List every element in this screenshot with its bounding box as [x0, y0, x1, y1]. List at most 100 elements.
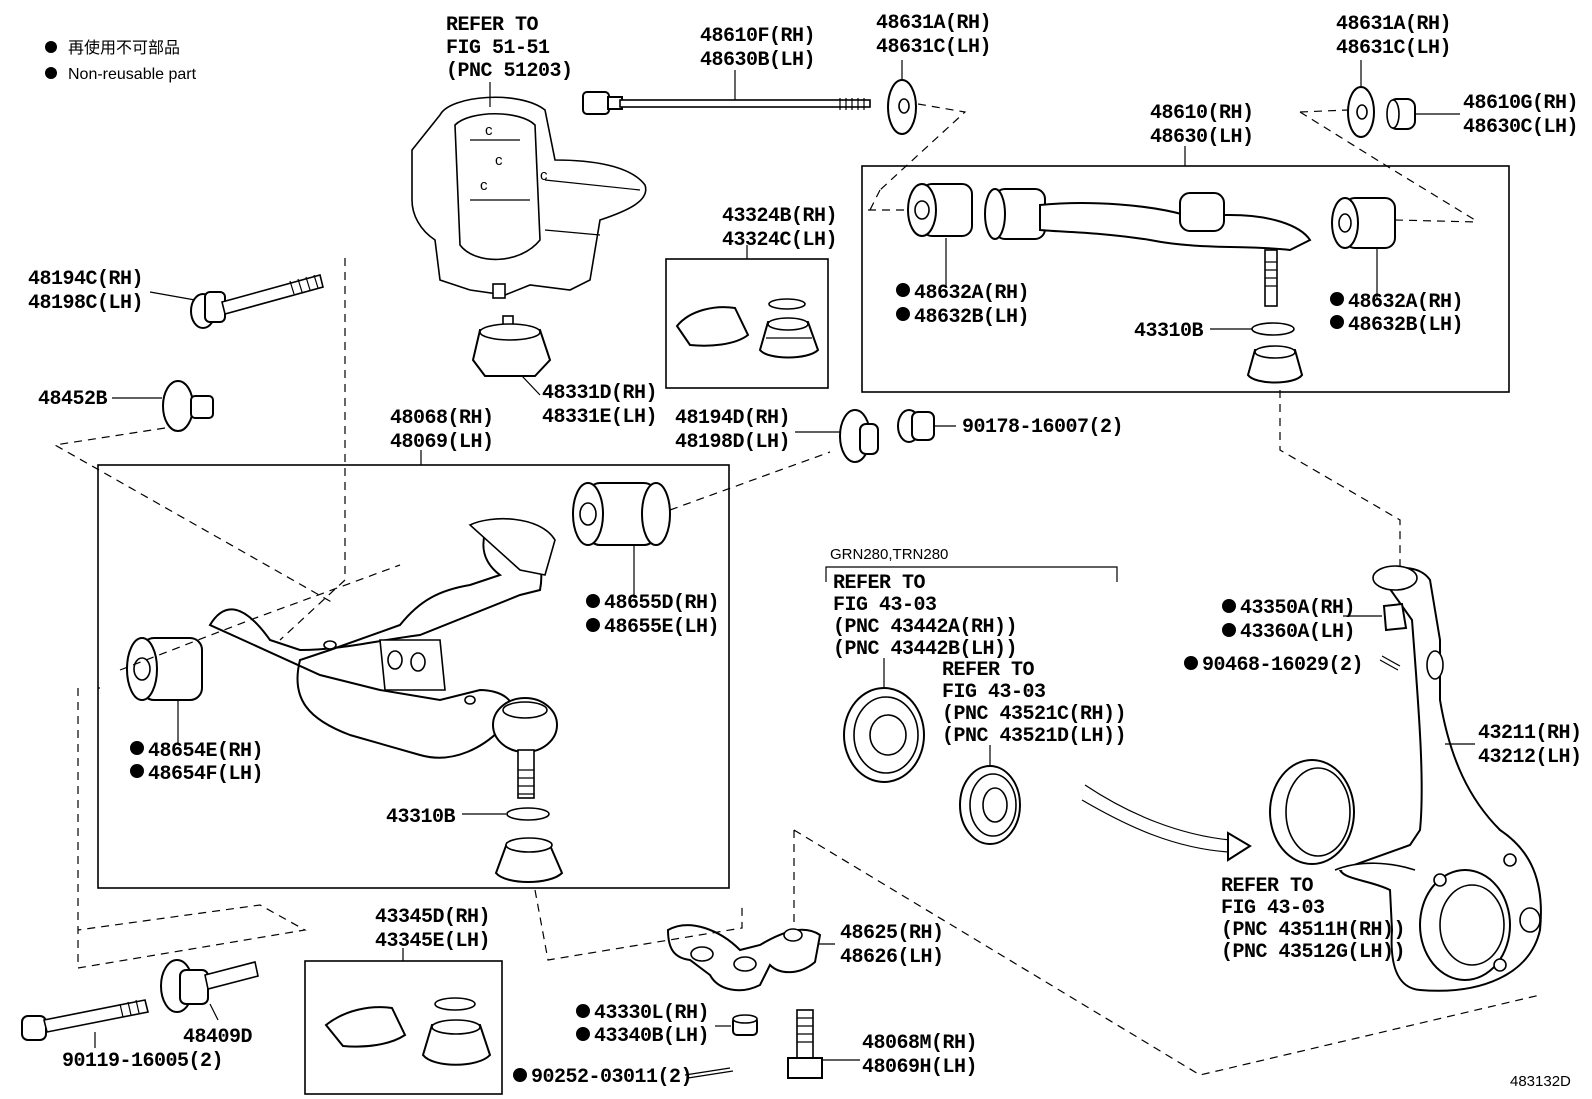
svg-text:c: c	[480, 177, 488, 194]
svg-text:(PNC 43512G(LH)): (PNC 43512G(LH))	[1221, 941, 1405, 964]
svg-text:(PNC 43511H(RH)): (PNC 43511H(RH))	[1221, 919, 1405, 942]
svg-text:48331D(RH): 48331D(RH)	[542, 382, 657, 405]
svg-text:90468-16029(2): 90468-16029(2)	[1202, 654, 1363, 677]
svg-text:48632A(RH): 48632A(RH)	[914, 282, 1029, 305]
svg-text:(PNC 43442B(LH)): (PNC 43442B(LH))	[833, 638, 1017, 661]
cam-plate-48194D: 48194D(RH) 48198D(LH)	[675, 407, 879, 463]
svg-text:48452B: 48452B	[38, 388, 108, 411]
svg-text:48655E(LH): 48655E(LH)	[604, 616, 719, 639]
svg-text:(PNC 43521C(RH)): (PNC 43521C(RH))	[942, 703, 1126, 726]
svg-text:48194D(RH): 48194D(RH)	[675, 407, 790, 430]
svg-text:(PNC 43442A(RH)): (PNC 43442A(RH))	[833, 616, 1017, 639]
svg-text:48610F(RH): 48610F(RH)	[700, 25, 815, 48]
svg-text:48069H(LH): 48069H(LH)	[862, 1056, 977, 1079]
svg-text:90119-16005(2): 90119-16005(2)	[62, 1050, 223, 1073]
svg-text:48068M(RH): 48068M(RH)	[862, 1032, 977, 1055]
bushing-48632-left-label: 48632A(RH) 48632B(LH)	[896, 238, 1030, 329]
svg-text:48631A(RH): 48631A(RH)	[1336, 13, 1451, 36]
svg-text:48198D(LH): 48198D(LH)	[675, 431, 790, 454]
svg-text:43310B: 43310B	[1134, 320, 1204, 343]
bolt-48068M: 48068M(RH) 48069H(LH)	[787, 1009, 978, 1079]
knuckle-43211	[1334, 565, 1542, 992]
svg-text:43345E(LH): 43345E(LH)	[375, 930, 490, 953]
nut-48610G: 48610G(RH) 48630C(LH)	[1386, 92, 1579, 139]
svg-text:48631C(LH): 48631C(LH)	[876, 36, 991, 59]
svg-text:FIG 43-03: FIG 43-03	[1221, 897, 1325, 920]
non-reusable-dot-icon	[45, 41, 57, 53]
svg-text:c: c	[540, 167, 548, 184]
svg-text:48632B(LH): 48632B(LH)	[914, 306, 1029, 329]
bolt-90119: 90119-16005(2)	[21, 999, 224, 1073]
upper-arm-48610	[907, 183, 1396, 384]
oil-seal-43521	[959, 765, 1021, 845]
svg-text:48198C(LH): 48198C(LH)	[28, 292, 143, 315]
cam-plate-48452B: 48452B	[38, 380, 214, 432]
cam-plate-48631A-left: 48631A(RH) 48631C(LH)	[876, 12, 992, 135]
non-reusable-dot-icon	[896, 283, 910, 297]
svg-text:48631A(RH): 48631A(RH)	[876, 12, 991, 35]
svg-text:REFER TO: REFER TO	[1221, 875, 1314, 898]
cotter-pin-90468: 90468-16029(2)	[1184, 654, 1401, 677]
bushing-48632-right-label: 48632A(RH) 48632B(LH)	[1330, 248, 1464, 337]
non-reusable-dot-icon	[1330, 292, 1344, 306]
svg-text:c: c	[485, 122, 493, 139]
legend-english: Non-reusable part	[68, 66, 197, 83]
svg-text:REFER TO: REFER TO	[833, 572, 926, 595]
svg-text:90178-16007(2): 90178-16007(2)	[962, 416, 1123, 439]
svg-text:43360A(LH): 43360A(LH)	[1240, 621, 1355, 644]
svg-text:48194C(RH): 48194C(RH)	[28, 268, 143, 291]
mount-48331D: 48331D(RH) 48331E(LH)	[471, 315, 658, 429]
nut-43350A: 43350A(RH) 43360A(LH)	[1222, 597, 1408, 644]
bushing-48654E: 48654E(RH) 48654F(LH)	[126, 637, 264, 786]
non-reusable-dot-icon	[1222, 599, 1236, 613]
svg-text:48331E(LH): 48331E(LH)	[542, 406, 657, 429]
refer-43521: REFER TO FIG 43-03 (PNC 43521C(RH)) (PNC…	[942, 659, 1127, 770]
frame-bracket: c c c c	[411, 82, 647, 299]
seal-43511	[1269, 759, 1355, 865]
boot-kit	[758, 298, 820, 359]
snap-ring-43310B-lower-label: 43310B	[386, 806, 506, 829]
svg-text:43345D(RH): 43345D(RH)	[375, 906, 490, 929]
non-reusable-dot-icon	[586, 618, 600, 632]
lower-arm-box	[97, 464, 730, 889]
svg-text:(PNC 43521D(LH)): (PNC 43521D(LH))	[942, 725, 1126, 748]
svg-text:43340B(LH): 43340B(LH)	[594, 1025, 709, 1048]
nut-90178: 90178-16007(2)	[897, 409, 1124, 443]
nut-43330L: 43330L(RH) 43340B(LH)	[576, 1002, 758, 1048]
svg-text:48630(LH): 48630(LH)	[1150, 126, 1254, 149]
non-reusable-dot-icon	[130, 764, 144, 778]
non-reusable-dot-icon	[576, 1004, 590, 1018]
svg-text:43324B(RH): 43324B(RH)	[722, 205, 837, 228]
svg-text:REFER TO: REFER TO	[446, 14, 539, 37]
svg-text:48654F(LH): 48654F(LH)	[148, 763, 263, 786]
figure-id: 483132D	[1510, 1073, 1571, 1090]
svg-text:c: c	[495, 152, 503, 169]
long-bolt-48610F: 48610F(RH) 48630B(LH)	[582, 25, 871, 115]
non-reusable-dot-icon	[45, 67, 57, 79]
svg-text:48610(RH): 48610(RH)	[1150, 102, 1254, 125]
dust-cover-43442	[843, 687, 925, 783]
lower-arm-48068	[208, 517, 564, 883]
svg-text:(PNC 51203): (PNC 51203)	[446, 60, 573, 83]
non-reusable-dot-icon	[576, 1027, 590, 1041]
svg-text:FIG 43-03: FIG 43-03	[833, 594, 937, 617]
svg-text:48625(RH): 48625(RH)	[840, 922, 944, 945]
svg-text:43324C(LH): 43324C(LH)	[722, 229, 837, 252]
non-reusable-dot-icon	[586, 594, 600, 608]
cam-plate-48631A-right: 48631A(RH) 48631C(LH)	[1336, 13, 1452, 138]
svg-text:48626(LH): 48626(LH)	[840, 946, 944, 969]
non-reusable-dot-icon	[1330, 315, 1344, 329]
snap-ring-43310B-upper-label: 43310B	[1134, 320, 1252, 343]
svg-text:FIG 51-51: FIG 51-51	[446, 37, 550, 60]
svg-text:48631C(LH): 48631C(LH)	[1336, 37, 1451, 60]
svg-text:FIG 43-03: FIG 43-03	[942, 681, 1046, 704]
svg-text:43310B: 43310B	[386, 806, 456, 829]
non-reusable-dot-icon	[513, 1068, 527, 1082]
svg-text:GRN280,TRN280: GRN280,TRN280	[830, 546, 948, 563]
model-note-bracket: GRN280,TRN280	[825, 546, 1118, 582]
svg-text:43211(RH): 43211(RH)	[1478, 722, 1582, 745]
legend-japanese: 再使用不可部品	[68, 39, 180, 57]
svg-text:48654E(RH): 48654E(RH)	[148, 740, 263, 763]
grease-pack-2	[324, 1006, 407, 1048]
